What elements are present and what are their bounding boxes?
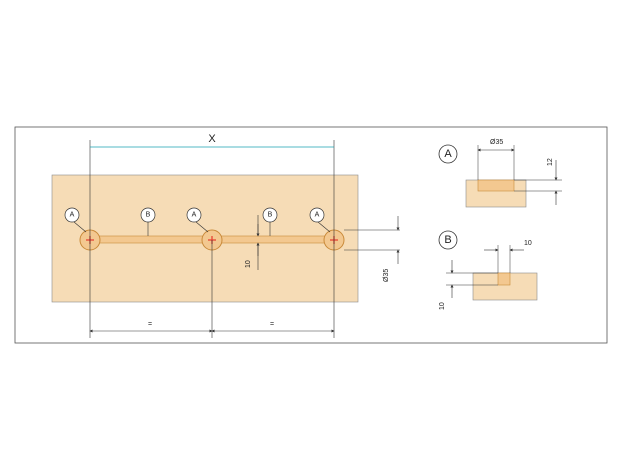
detail-a-pocket [477,179,515,192]
extension-lines [89,140,400,338]
detail-a: A Ø35 12 [438,139,562,208]
callout-b-1: B [140,207,156,223]
callout-a-3-label: A [315,212,320,219]
slot-depth-label: 10 [245,260,252,268]
callout-a-2-label: A [192,212,197,219]
callout-a-1-label: A [70,212,75,219]
detail-b-depth-label: 10 [439,302,446,310]
dimension-equal-left-label: = [148,321,152,328]
detail-b-letter: B [444,234,451,246]
callout-a-1: A [64,207,80,223]
dimension-x-label: X [208,133,216,145]
detail-a-width-label: Ø35 [490,139,503,146]
detail-b: B 10 10 [438,230,538,310]
callout-b-2-label: B [268,212,273,219]
callout-leaders [73,221,331,236]
detail-a-depth-label: 12 [547,158,554,166]
callout-b-1-label: B [146,212,151,219]
drawing-frame [14,126,608,344]
callout-a-2: A [186,207,202,223]
callout-a-3: A [309,207,325,223]
detail-b-slot [497,272,511,286]
hole-diameter-label: Ø35 [383,269,390,282]
detail-a-letter: A [444,148,452,160]
detail-b-width-label: 10 [524,240,532,247]
callout-b-2: B [262,207,278,223]
dimension-equal-right-label: = [270,321,274,328]
